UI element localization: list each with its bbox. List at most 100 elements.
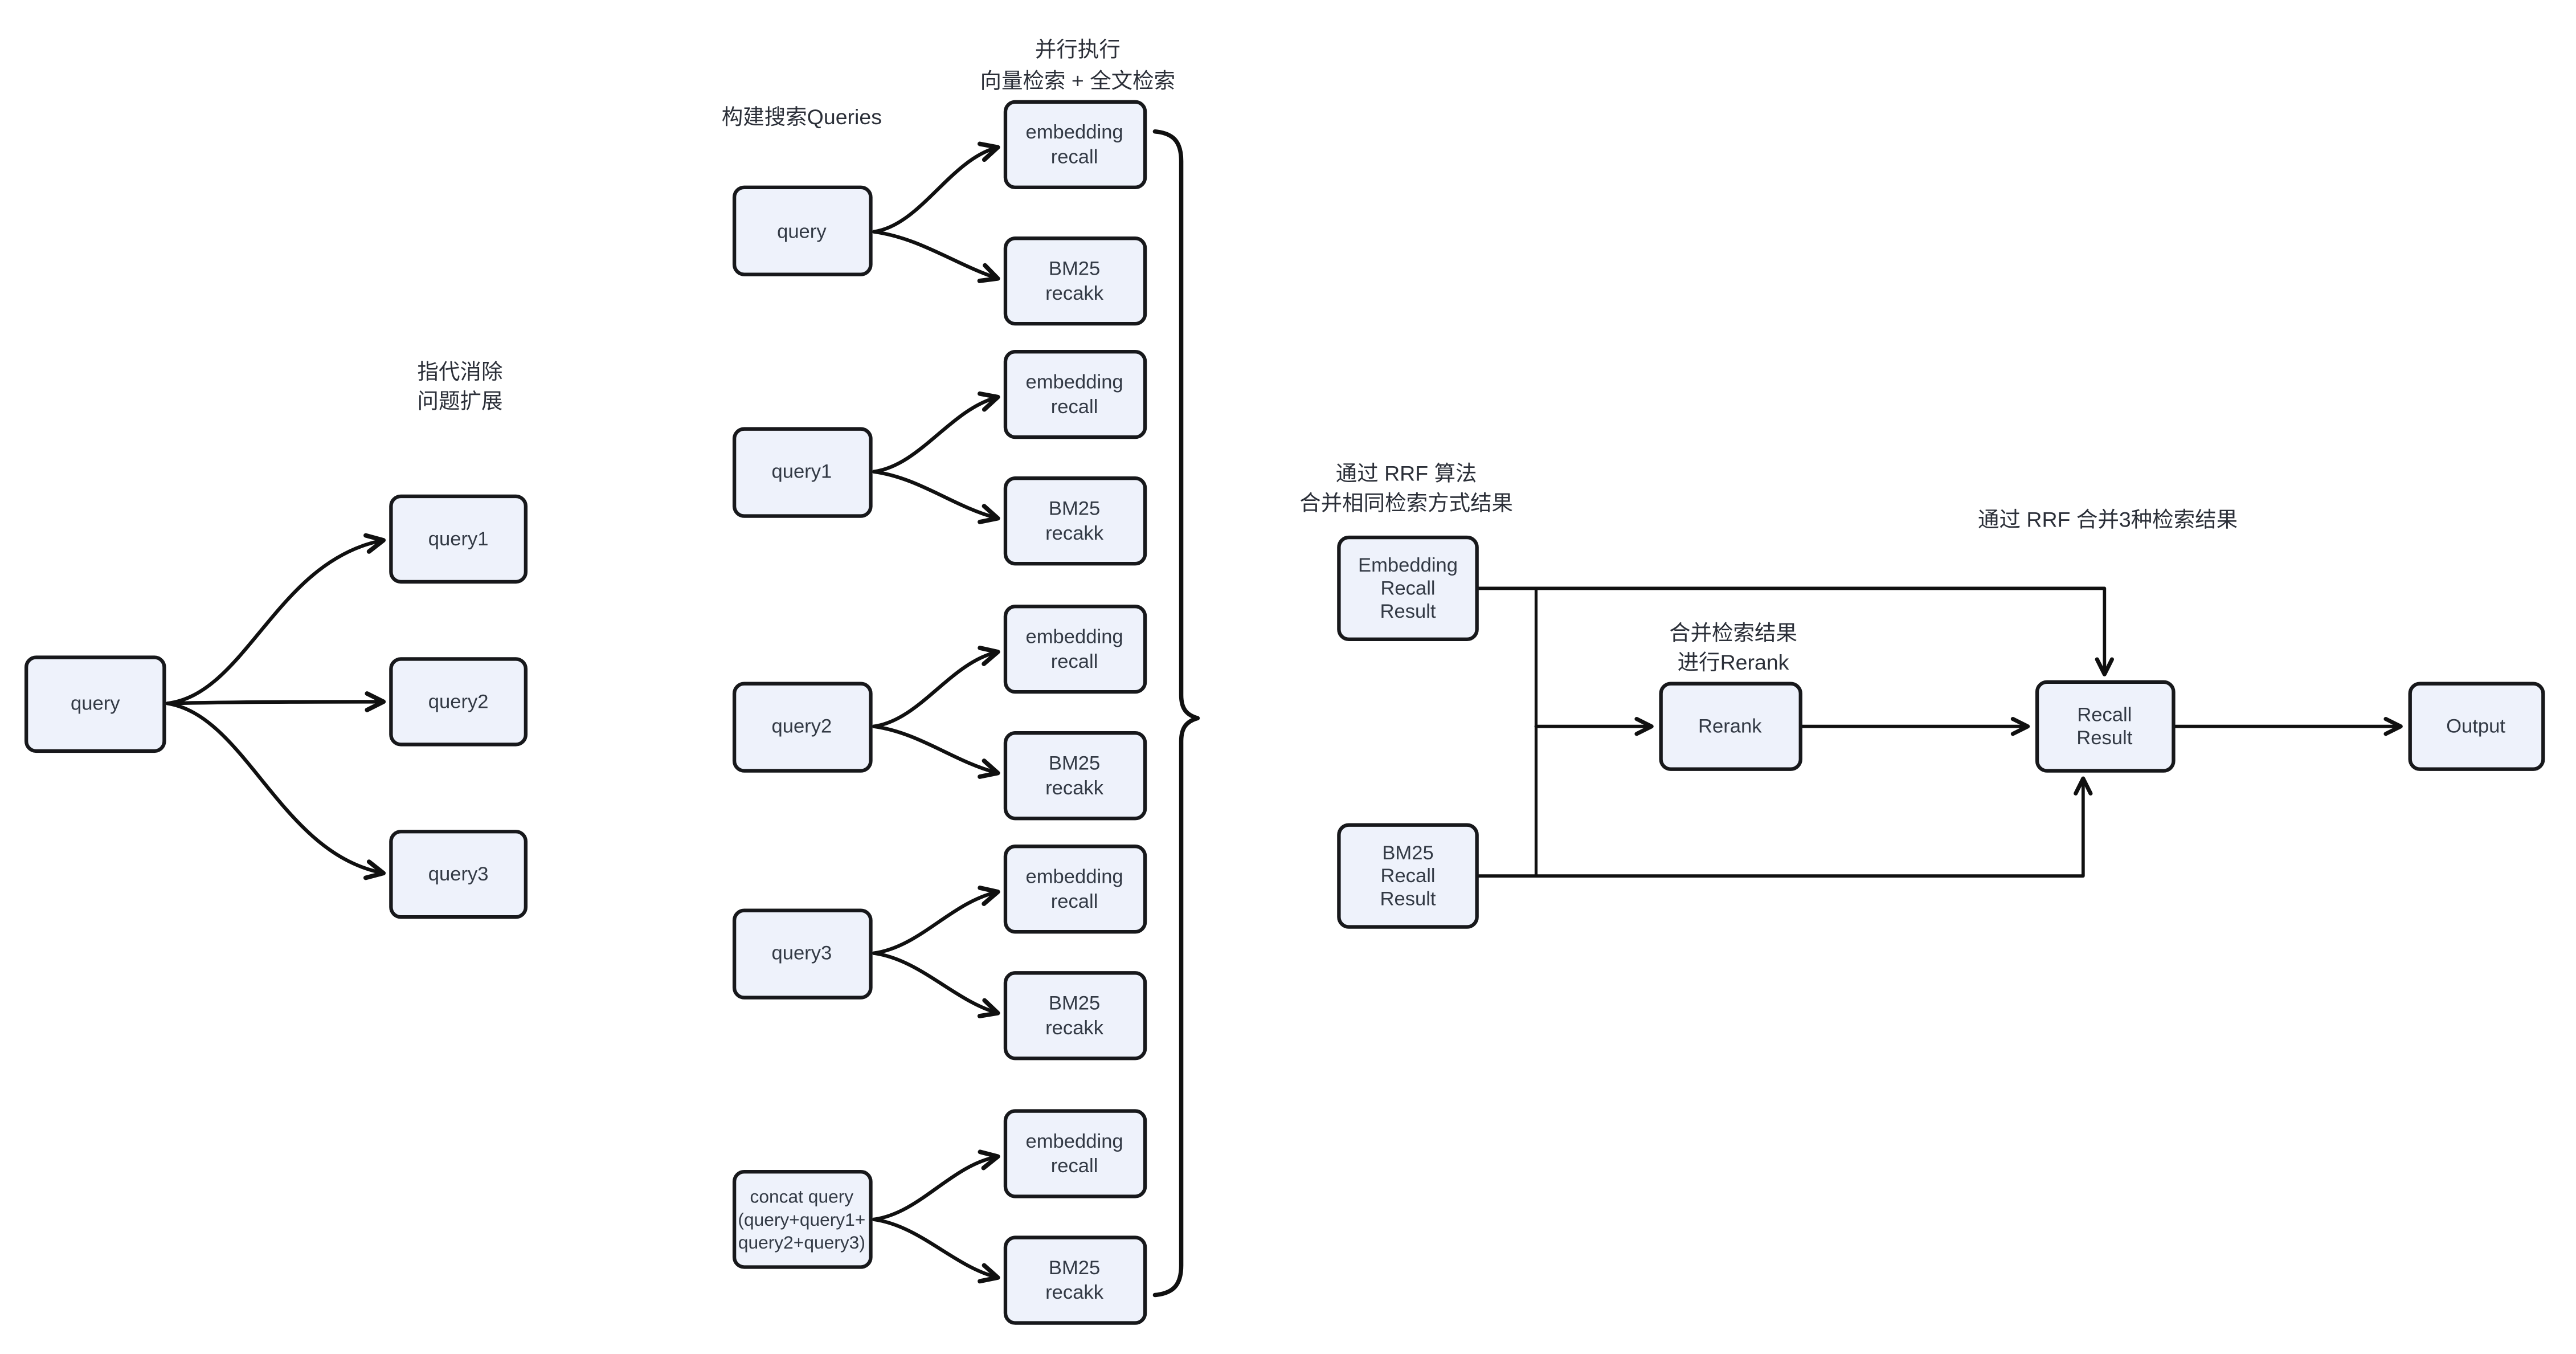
edge-mid-query-to-bm25-1 — [872, 230, 1000, 283]
node-embedding-recall-1-line2: recall — [1051, 146, 1098, 168]
node-mid-query1-box — [732, 427, 873, 518]
node-mid-query3-box — [732, 908, 873, 1000]
annotation-rrf-merge-three: 通过 RRF 合并3种检索结果 — [1978, 507, 2238, 531]
node-bm25-recall-5-box — [1003, 1235, 1147, 1325]
annotation-coref-expand: 指代消除 问题扩展 — [418, 360, 503, 413]
node-embedding-recall-2: embedding recall — [1003, 349, 1147, 439]
node-bm25-recall-result: BM25 Recall Result — [1337, 823, 1479, 929]
node-recall-result-box — [2035, 680, 2176, 773]
node-embedding-recall-3: embedding recall — [1003, 604, 1147, 694]
node-embedding-recall-result-line2: Recall — [1380, 577, 1435, 599]
node-mid-query: query — [732, 185, 873, 276]
node-embedding-recall-2-line1: embedding — [1025, 372, 1123, 393]
node-mid-query1-label: query1 — [771, 461, 832, 483]
node-left-query2: query2 — [389, 657, 528, 747]
edge-bm25-result-to-recall-result — [1475, 776, 2093, 878]
node-bm25-recall-result-box — [1337, 823, 1479, 929]
node-left-query: query — [24, 655, 166, 753]
node-left-query3-label: query3 — [428, 863, 489, 885]
node-output-label: Output — [2446, 716, 2505, 737]
node-embedding-recall-4: embedding recall — [1003, 845, 1147, 934]
node-mid-query-label: query — [777, 221, 827, 243]
node-embedding-recall-3-line1: embedding — [1025, 626, 1123, 648]
node-bm25-recall-1-line2: recakk — [1045, 283, 1104, 304]
node-mid-query3: query3 — [732, 908, 873, 1000]
edge-mid-query2-to-embedding3 — [872, 646, 1000, 728]
node-bm25-recall-2-line1: BM25 — [1049, 498, 1100, 520]
node-bm25-recall-2-line2: recakk — [1045, 523, 1104, 544]
annotation-build-queries: 构建搜索Queries — [722, 105, 882, 129]
node-embedding-recall-3-box — [1003, 604, 1147, 694]
node-left-query1-box — [389, 494, 528, 584]
node-left-query-label: query — [71, 692, 120, 714]
edge-mid-concat-to-bm25-5 — [872, 1217, 1000, 1284]
node-output-box — [2408, 682, 2545, 771]
node-embedding-recall-4-line2: recall — [1051, 891, 1098, 912]
edge-left-query-to-query3 — [165, 702, 386, 880]
edge-mid-query3-to-bm25-4 — [872, 951, 1000, 1018]
node-embedding-recall-1-box — [1003, 100, 1147, 189]
node-left-query2-label: query2 — [428, 691, 489, 712]
node-left-query1: query1 — [389, 494, 528, 584]
edge-mid-query-to-embedding1 — [872, 141, 1000, 234]
annotation-rrf-same-line1: 通过 RRF 算法 — [1336, 462, 1477, 486]
node-recall-result: Recall Result — [2035, 680, 2176, 773]
node-mid-query1: query1 — [732, 427, 873, 518]
node-embedding-recall-result: Embedding Recall Result — [1337, 535, 1479, 642]
edge-mid-concat-to-embedding5 — [872, 1149, 1000, 1222]
node-bm25-recall-1-box — [1003, 236, 1147, 326]
node-left-query-box — [24, 655, 166, 753]
node-mid-concat-query-box — [732, 1170, 873, 1269]
node-embedding-recall-4-box — [1003, 845, 1147, 934]
node-embedding-recall-5-line1: embedding — [1025, 1131, 1123, 1152]
brace-bracket — [1152, 129, 1200, 1298]
node-bm25-recall-3-line2: recakk — [1045, 777, 1104, 799]
node-embedding-recall-5-line2: recall — [1051, 1155, 1098, 1177]
node-embedding-recall-4-line1: embedding — [1025, 866, 1123, 888]
edge-embedding-result-to-recall-result — [1475, 586, 2114, 676]
node-mid-query-box — [732, 185, 873, 276]
node-left-query3-box — [389, 830, 528, 919]
node-bm25-recall-2-box — [1003, 476, 1147, 566]
node-bm25-recall-2: BM25 recakk — [1003, 476, 1147, 566]
edge-mid-query1-to-embedding2 — [872, 391, 1000, 474]
node-mid-concat-query-line1: concat query — [750, 1186, 854, 1206]
node-bm25-recall-3-line1: BM25 — [1049, 753, 1100, 774]
node-bm25-recall-result-line3: Result — [1380, 888, 1436, 910]
edge-left-query-to-query2 — [165, 691, 386, 712]
node-bm25-recall-5-line2: recakk — [1045, 1282, 1104, 1303]
node-left-query1-label: query1 — [428, 528, 489, 550]
node-bm25-recall-5: BM25 recakk — [1003, 1235, 1147, 1325]
node-bm25-recall-4: BM25 recakk — [1003, 971, 1147, 1061]
edge-mid-query3-to-embedding4 — [872, 886, 1000, 955]
node-bm25-recall-3-box — [1003, 731, 1147, 821]
node-bm25-recall-result-line1: BM25 — [1382, 842, 1433, 864]
node-embedding-recall-result-line3: Result — [1380, 601, 1436, 622]
annotation-rrf-same-line2: 合并相同检索方式结果 — [1299, 491, 1513, 515]
node-bm25-recall-4-box — [1003, 971, 1147, 1061]
annotation-coref-line2: 问题扩展 — [418, 389, 503, 413]
node-embedding-recall-3-line2: recall — [1051, 651, 1098, 672]
node-mid-concat-query-line3: query2+query3) — [738, 1232, 865, 1253]
annotation-parallel-exec: 并行执行 向量检索 + 全文检索 — [980, 38, 1176, 93]
edge-mid-query1-to-bm25-2 — [872, 470, 1000, 524]
node-rerank: Rerank — [1659, 682, 1802, 771]
node-bm25-recall-1: BM25 recakk — [1003, 236, 1147, 326]
node-bm25-recall-4-line2: recakk — [1045, 1017, 1104, 1039]
node-bm25-recall-1-line1: BM25 — [1049, 258, 1100, 280]
annotation-rrf-merge-same: 通过 RRF 算法 合并相同检索方式结果 — [1299, 462, 1513, 515]
node-mid-concat-query: concat query (query+query1+ query2+query… — [732, 1170, 873, 1269]
node-embedding-recall-2-box — [1003, 349, 1147, 439]
node-embedding-recall-result-box — [1337, 535, 1479, 642]
node-mid-query2-label: query2 — [771, 716, 832, 737]
node-recall-result-line1: Recall — [2077, 704, 2132, 726]
node-bm25-recall-3: BM25 recakk — [1003, 731, 1147, 821]
node-embedding-recall-1: embedding recall — [1003, 100, 1147, 189]
node-mid-concat-query-line2: (query+query1+ — [738, 1209, 865, 1230]
annotation-coref-line1: 指代消除 — [418, 360, 503, 384]
node-rerank-box — [1659, 682, 1802, 771]
edge-mid-query2-to-bm25-3 — [872, 724, 1000, 779]
node-bm25-recall-result-line2: Recall — [1380, 865, 1435, 887]
